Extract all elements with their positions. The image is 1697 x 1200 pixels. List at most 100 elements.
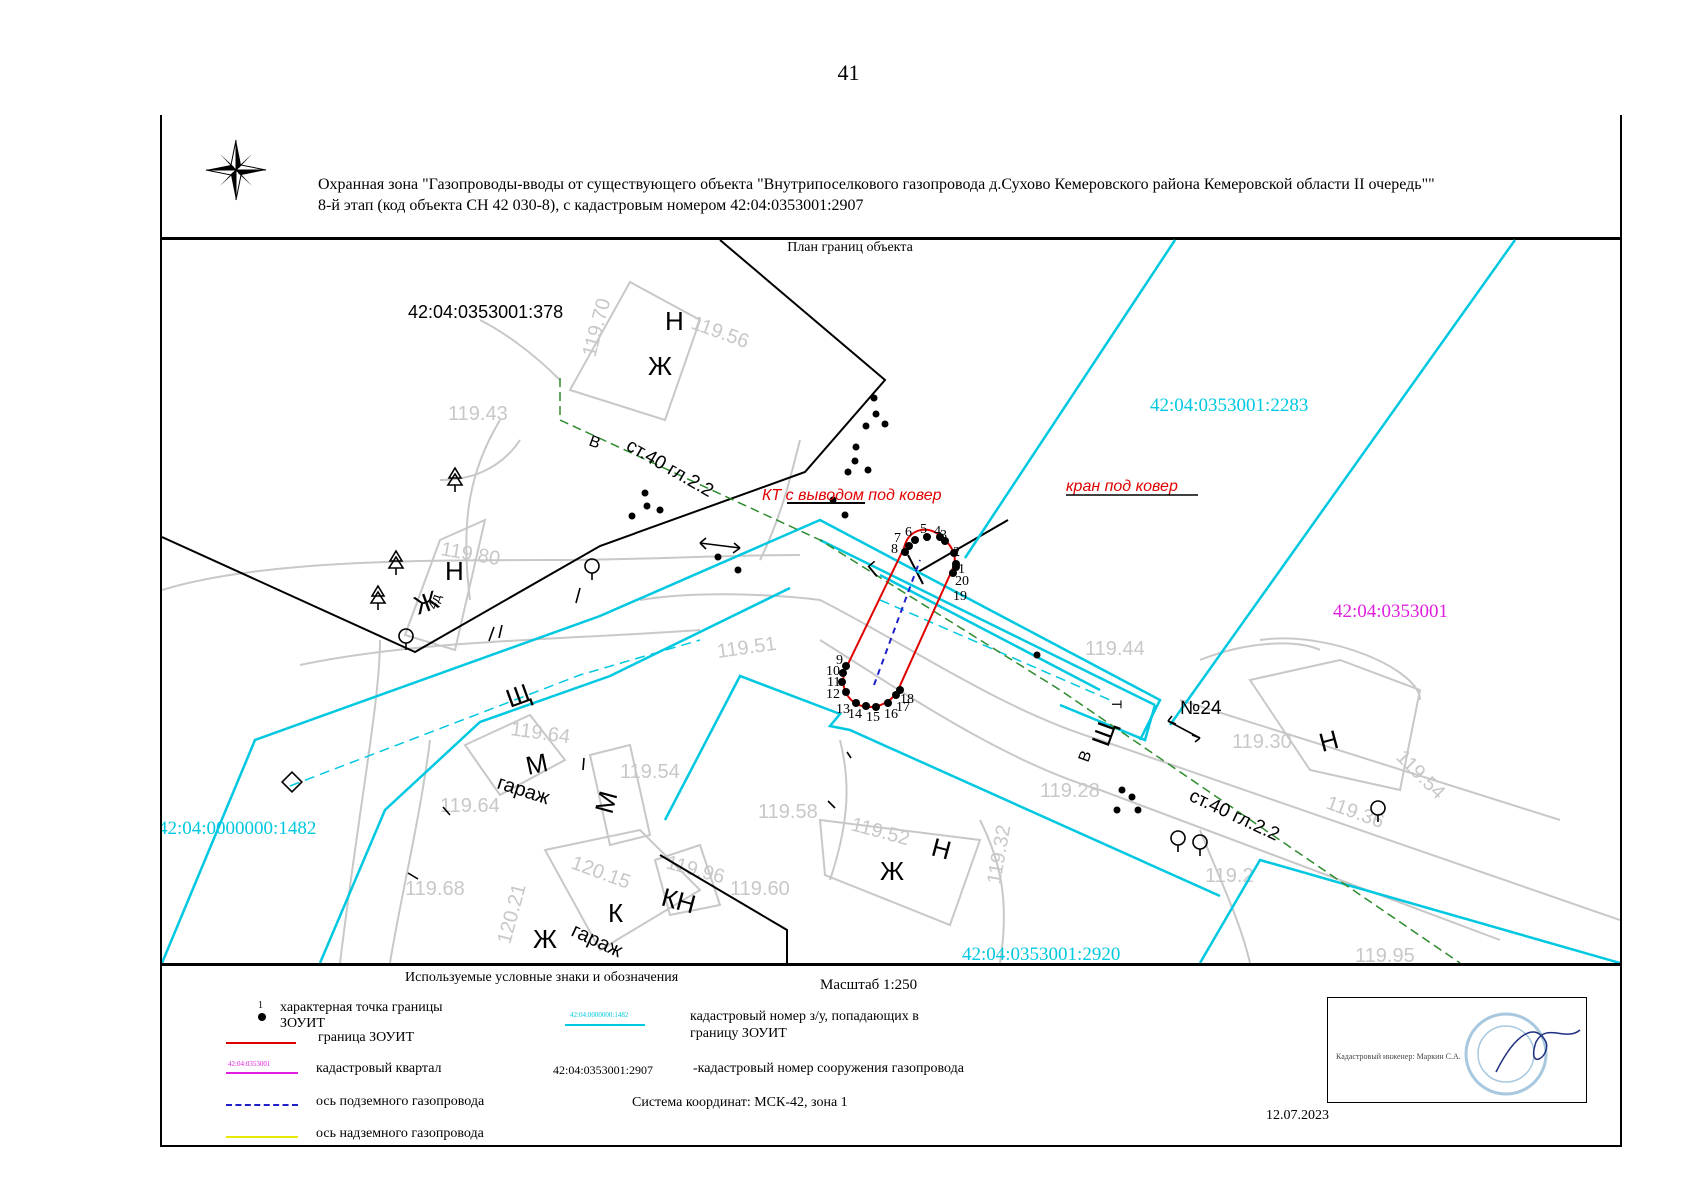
legend-point-label-line1: характерная точка границы [280, 1000, 443, 1015]
map-frame [160, 115, 1622, 1147]
point-label: 2 [953, 545, 960, 560]
signature-icon [1495, 1029, 1581, 1073]
point-label: 9 [836, 653, 843, 668]
elevation: 120.15 [568, 852, 633, 894]
point-label: 12 [826, 687, 840, 702]
building-letter: Ж [880, 856, 904, 886]
elevation: 119.2 [1205, 865, 1254, 887]
legend-boundary-label: граница ЗОУИТ [318, 1030, 415, 1045]
elevation: 119.64 [509, 718, 571, 748]
legend-overground-line [226, 1136, 298, 1138]
legend-parcel-sample: 42:04:0000000:1482 [570, 1011, 629, 1019]
bush-icon [1113, 806, 1121, 814]
elevation: 119.30 [1232, 731, 1292, 753]
building-outline [403, 518, 487, 652]
legend-overground-label: ось надземного газопровода [316, 1126, 484, 1141]
elevation: 119.68 [405, 878, 465, 900]
road-edge [162, 554, 801, 591]
header-title: Охранная зона "Газопроводы-вводы от суще… [318, 174, 1598, 216]
bush-icon [641, 489, 649, 497]
pole-icon [407, 587, 852, 880]
deciduous-tree-icon [1170, 830, 1186, 852]
conifer-icon [369, 584, 387, 610]
building-letter: Н [665, 306, 684, 336]
legend-parcel-label: кадастровый номер з/у, попадающих в гран… [690, 1008, 919, 1042]
deciduous-tree-icon [398, 628, 414, 650]
point-label: 6 [905, 525, 912, 540]
point-labels: 1 2 3 4 5 6 7 8 9 10 11 12 13 14 15 16 1… [826, 522, 969, 725]
legend-title: Используемые условные знаки и обозначени… [405, 970, 679, 985]
road-edge [1199, 642, 1321, 661]
bush-icon [1033, 651, 1041, 659]
elevation: 120.21 [494, 882, 531, 947]
arrow-icon [732, 542, 741, 554]
boundary-point [952, 563, 960, 571]
building-outline [463, 713, 567, 797]
building-letters: Н Ж Н Ж 4д М гараж М К гараж КН Ж Н Ж Н … [410, 306, 1342, 962]
boundary-points [838, 533, 960, 711]
elevation: 119.56 [688, 312, 752, 353]
bush-icon [656, 506, 664, 514]
boundary-point [936, 533, 944, 541]
legend-point-label: характерная точка границы ЗОУИТ [280, 1000, 443, 1032]
pipe-label: ст.40 гл.2.2 [1186, 785, 1283, 845]
legend-scale: Масштаб 1:250 [820, 977, 918, 993]
building-letter: КН [658, 882, 699, 920]
bush-icon [870, 394, 878, 402]
engineer-name: Кадастровый инженер: Маркин С.А. [1336, 1052, 1461, 1061]
building-letter: М [589, 788, 624, 817]
tree-symbols [280, 466, 1386, 880]
bush-icon [881, 420, 889, 428]
point-label: 14 [848, 707, 862, 722]
arrow-icon [1167, 715, 1177, 725]
building-letter: Ж [533, 924, 557, 954]
bush-icon [852, 443, 860, 451]
road-edge [339, 639, 381, 963]
well-icon [280, 770, 304, 794]
road-edge [639, 593, 1620, 921]
elevation: 119.95 [1355, 945, 1415, 963]
point-label: 11 [827, 675, 840, 690]
bush-icon [829, 496, 837, 504]
arrow-icon [699, 542, 741, 549]
boundary-point [901, 548, 909, 556]
legend-parcel-label-line1: кадастровый номер з/у, попадающих в [690, 1009, 919, 1024]
legend-parcel-line [565, 1024, 645, 1026]
building-letter: Н [928, 832, 954, 866]
point-label: 1 [958, 562, 965, 577]
deciduous-tree-icon [1192, 834, 1208, 856]
header-divider [160, 237, 1622, 240]
elevation: 119.28 [1040, 780, 1100, 802]
legend-point-number: 1 [258, 1000, 263, 1011]
deciduous-tree-icon [584, 558, 600, 580]
north-arrow-icon [205, 139, 267, 201]
boundary-point [905, 542, 913, 550]
boundary-point [872, 703, 880, 711]
elevation: 119.54 [1391, 746, 1449, 804]
bush-icon [844, 468, 852, 476]
boundary-point [852, 699, 860, 707]
boundary-point [923, 533, 931, 541]
point-label: 7 [894, 531, 901, 546]
elevation: 119.58 [758, 801, 818, 823]
bush-icon [851, 457, 859, 465]
bush-icon [1118, 786, 1126, 794]
zouit-boundary [842, 528, 956, 708]
bush-icon [1128, 793, 1136, 801]
engineer-stamp: Кадастровый инженер: Маркин С.А. [1327, 997, 1587, 1103]
cadastral-map: 119.56 119.70 119.43 119.80 119.51 119.6… [162, 239, 1620, 963]
building-outline [543, 828, 702, 952]
point-label: 17 [896, 700, 910, 715]
elevation: 119.64 [440, 795, 500, 817]
elevation: 119.43 [448, 403, 508, 425]
boundary-point [838, 678, 846, 686]
point-label: 19 [953, 589, 967, 604]
legend-boundary-line [226, 1042, 296, 1044]
annotation-kran: кран под ковер [1066, 478, 1178, 495]
building-letter: 4д [425, 592, 444, 611]
deciduous-tree-icon [1370, 800, 1386, 822]
parcel-label: 42:04:0353001:2920 [962, 944, 1120, 963]
legend-point-icon [258, 1013, 266, 1021]
bush-icon [628, 512, 636, 520]
building-letter: К [608, 898, 623, 928]
